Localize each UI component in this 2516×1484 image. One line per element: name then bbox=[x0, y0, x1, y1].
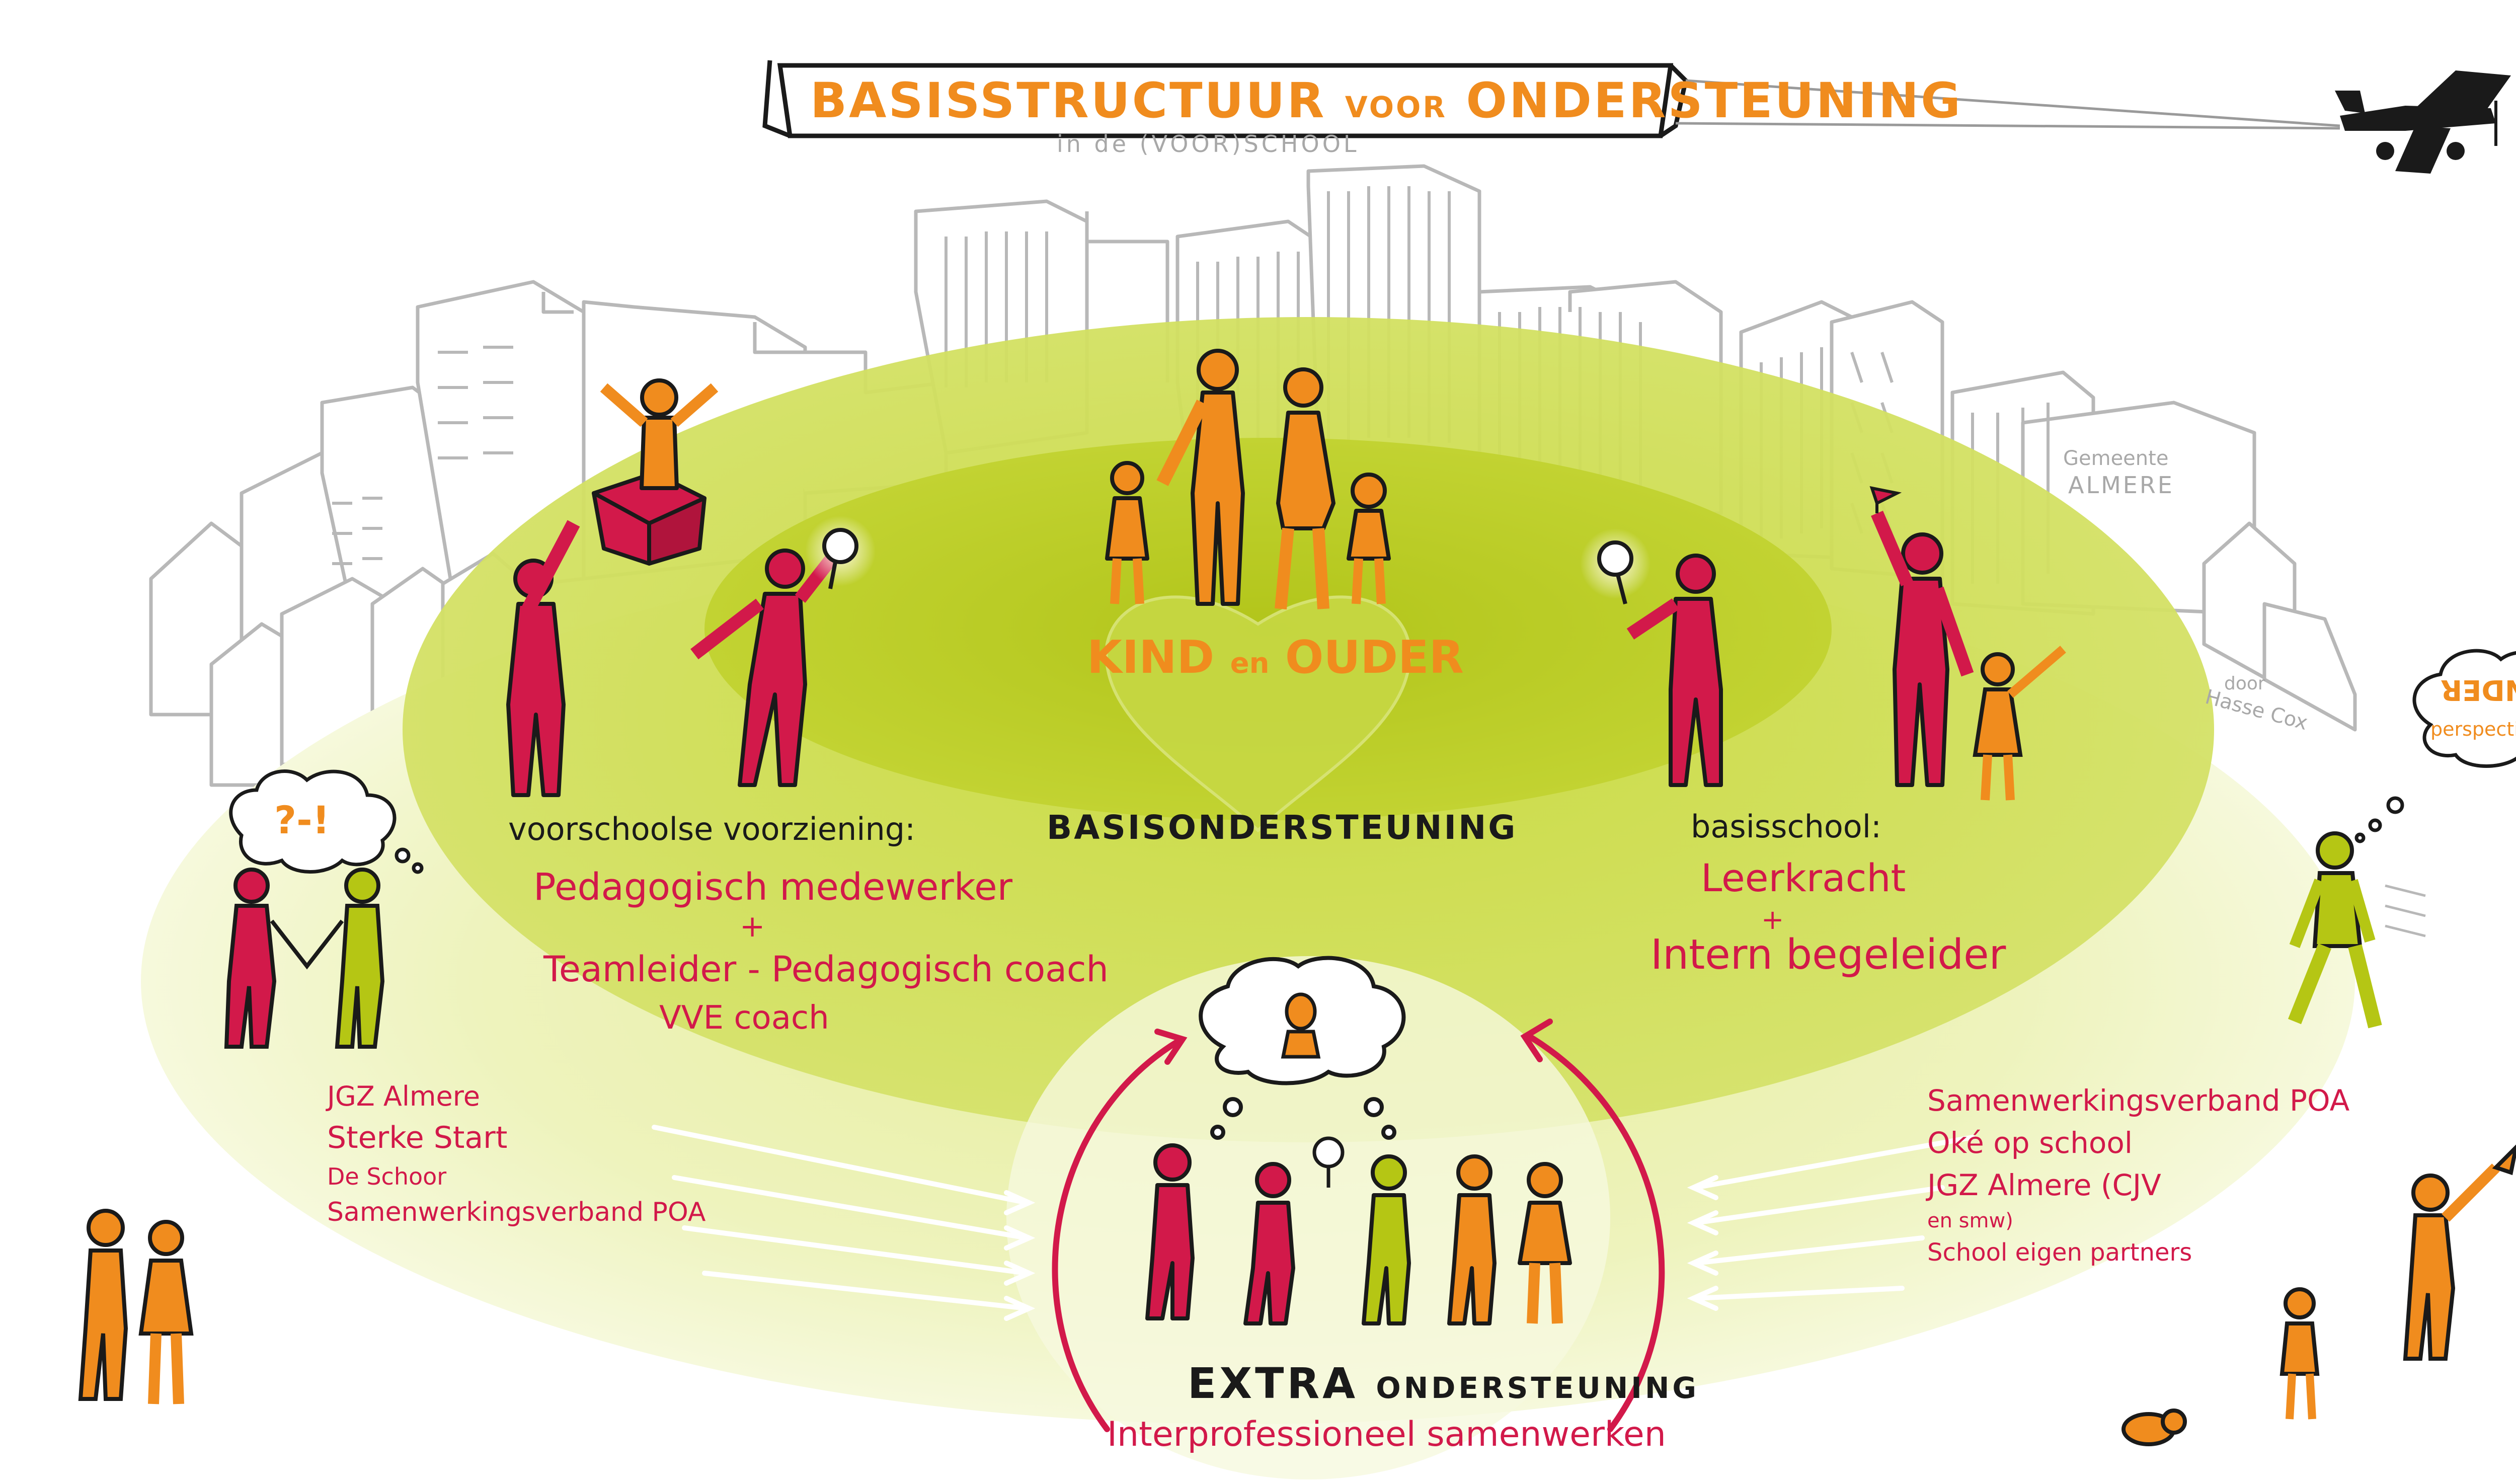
walk-motion-lines bbox=[2385, 884, 2426, 938]
thought-right-perspectief: perspectief bbox=[2430, 718, 2516, 740]
basisschool-line1: Leerkracht bbox=[1701, 855, 1906, 900]
flag-icon bbox=[1869, 486, 1902, 513]
family-group bbox=[1105, 349, 1391, 610]
thinking-figure-icon bbox=[1281, 992, 1321, 1059]
flow-arrows-left bbox=[652, 1125, 1036, 1321]
basisschool-line2: Intern begeleider bbox=[1650, 931, 2006, 979]
banner-title: BASISSTRUCTUUR VOOR ONDERSTEUNING bbox=[810, 75, 1962, 126]
magnifier-icon-right bbox=[1580, 528, 1650, 605]
gemeente-sign-line1: Gemeente bbox=[2063, 447, 2169, 470]
voorschool-line1: Pedagogisch medewerker bbox=[533, 866, 1013, 909]
heart-label-kind: KIND bbox=[1087, 631, 1215, 684]
left-partners-list: JGZ Almere Sterke Start De Schoor Samenw… bbox=[327, 1077, 705, 1231]
basisschool-child bbox=[1973, 646, 2066, 801]
extra-team-figures bbox=[1145, 1143, 1572, 1325]
heart-shape bbox=[1105, 595, 1411, 833]
extra-label-ondersteuning: ONDERSTEUNING bbox=[1376, 1371, 1699, 1405]
banner-title-part2: ONDERSTEUNING bbox=[1466, 72, 1962, 129]
basisschool-plus: + bbox=[1761, 904, 1784, 935]
voorschool-line2: Teamleider - Pedagogisch coach bbox=[543, 949, 1109, 990]
basisschool-figures bbox=[1626, 510, 1974, 787]
extra-glow-ellipse bbox=[1006, 956, 1610, 1479]
heart-label-ouder: OUDER bbox=[1285, 631, 1464, 684]
list-item: De Schoor bbox=[327, 1163, 447, 1191]
list-item: JGZ Almere (CJV en smw) bbox=[1927, 1168, 2161, 1233]
thought-right-ander: ANDER bbox=[2441, 673, 2516, 706]
credit-line1: door bbox=[2224, 673, 2265, 694]
basisschool-heading: basisschool: bbox=[1691, 808, 1881, 845]
voorschool-plus: + bbox=[740, 909, 765, 944]
magnifier-icon-left bbox=[805, 516, 876, 589]
thought-cloud-right bbox=[2354, 649, 2516, 843]
jack-in-box-icon bbox=[592, 378, 719, 566]
flow-arrows-right bbox=[1687, 1135, 1975, 1311]
basisondersteuning-label: BASISONDERSTEUNING bbox=[1047, 808, 1518, 847]
couple-figures-bottom-left bbox=[78, 1209, 194, 1404]
thought-left-text: ?-! bbox=[274, 798, 330, 842]
banner-subtitle: in de (VOOR)SCHOOL bbox=[1057, 130, 1360, 158]
walking-figure bbox=[2288, 831, 2382, 1029]
airplane-icon bbox=[2335, 70, 2511, 174]
thought-cloud-left bbox=[229, 769, 424, 874]
list-item: Samenwerkingsverband POA bbox=[1927, 1083, 2350, 1118]
heart-label-en: en bbox=[1230, 647, 1270, 680]
handshake-figures bbox=[224, 868, 385, 1049]
curved-arrows bbox=[1052, 1019, 1665, 1432]
voorschool-figures bbox=[506, 520, 841, 797]
banner-title-part1: BASISSTRUCTUUR bbox=[810, 72, 1326, 129]
title-banner bbox=[762, 60, 2340, 138]
list-item: JGZ Almere bbox=[327, 1080, 480, 1112]
bottom-right-figures bbox=[2121, 1144, 2516, 1446]
voorschool-heading: voorschoolse voorziening: bbox=[508, 811, 915, 847]
banner-title-voor: VOOR bbox=[1345, 90, 1447, 124]
magnifier-icon-extra bbox=[1312, 1136, 1345, 1188]
heart-label: KIND en OUDER bbox=[1087, 634, 1464, 682]
right-partners-list: Samenwerkingsverband POA Oké op school J… bbox=[1927, 1079, 2349, 1271]
extra-subtitle: Interprofessioneel samenwerken bbox=[1107, 1415, 1666, 1454]
gemeente-sign-line2: ALMERE bbox=[2068, 472, 2174, 499]
list-item: Sterke Start bbox=[327, 1120, 508, 1156]
list-item: Oké op school bbox=[1927, 1126, 2133, 1160]
extra-label-extra: EXTRA bbox=[1188, 1359, 1359, 1408]
extra-label: EXTRA ONDERSTEUNING bbox=[1188, 1361, 1699, 1405]
list-item: Samenwerkingsverband POA bbox=[327, 1197, 706, 1227]
list-item: School eigen partners bbox=[1927, 1238, 2192, 1267]
voorschool-line3: VVE coach bbox=[659, 999, 829, 1037]
